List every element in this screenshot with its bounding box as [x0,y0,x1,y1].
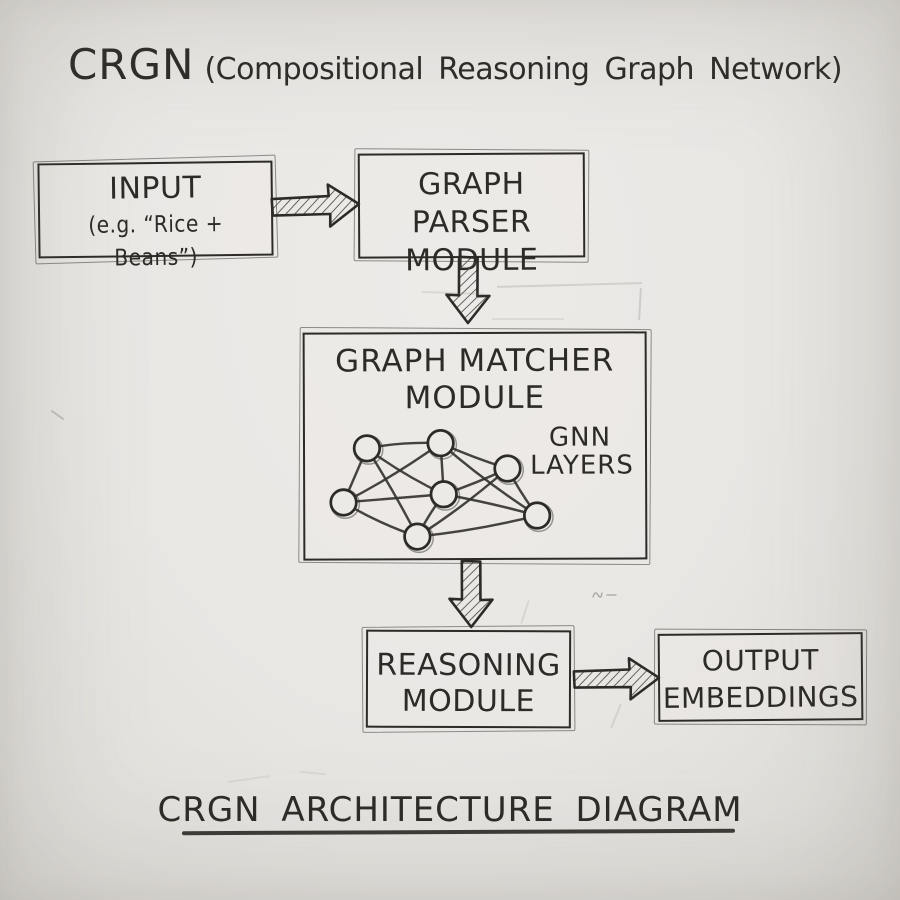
block-arrow-down-icon [445,255,491,325]
title-acronym: CRGN [67,40,195,89]
box-reasoning: REASONING MODULE [365,629,572,729]
title-expansion: (Compositional Reasoning Graph Network) [204,52,843,87]
input-example-label: (e.g. “Rice + Beans”) [88,211,224,272]
graph-matcher-label-line1: GRAPH MATCHER [335,342,615,380]
box-input: INPUT (e.g. “Rice + Beans”) [37,160,274,272]
pencil-smudge [496,282,643,288]
arrow-input-to-parser-icon [269,180,363,231]
caption: CRGN ARCHITECTURE DIAGRAM [157,790,743,830]
output-label-line2: EMBEDDINGS [662,680,859,715]
output-label-line1: OUTPUT [701,643,820,678]
diagram-title: CRGN (Compositional Reasoning Graph Netwo… [10,40,900,89]
gnn-annotation-line2: LAYERS [530,450,634,481]
arrow-reasoning-to-output-icon [572,654,663,704]
pencil-smudge [228,775,270,783]
gnn-graph-sketch [329,429,554,554]
arrow-parser-to-matcher-icon [443,255,492,327]
arrow-matcher-to-reasoning-icon [447,559,496,630]
pencil-smudge [299,770,327,776]
box-graph-parser: GRAPH PARSER MODULE [357,152,586,278]
graph-parser-label-line1: GRAPH PARSER [411,166,532,241]
pencil-smudge [520,600,530,624]
graph-matcher-label: GRAPH MATCHER MODULE [305,342,645,417]
block-arrow-down-icon [448,559,494,629]
pencil-squiggle [592,592,617,598]
pencil-smudge [610,703,622,729]
box-graph-matcher: GRAPH MATCHER MODULE GNN LAYERS [302,331,648,561]
pencil-smudge [50,409,65,421]
pencil-smudge [492,318,564,320]
pencil-smudge [638,287,642,321]
input-label: INPUT [108,170,202,207]
reasoning-label-line2: MODULE [401,683,536,720]
block-arrow-right-icon [270,183,361,228]
block-arrow-right-icon [572,656,661,701]
gnn-annotation-line1: GNN [548,422,612,453]
box-output-embeddings: OUTPUT EMBEDDINGS [657,632,864,722]
graph-matcher-label-line2: MODULE [404,379,546,417]
reasoning-label-line1: REASONING [376,647,561,684]
gnn-layers-annotation: GNN LAYERS [530,422,634,481]
